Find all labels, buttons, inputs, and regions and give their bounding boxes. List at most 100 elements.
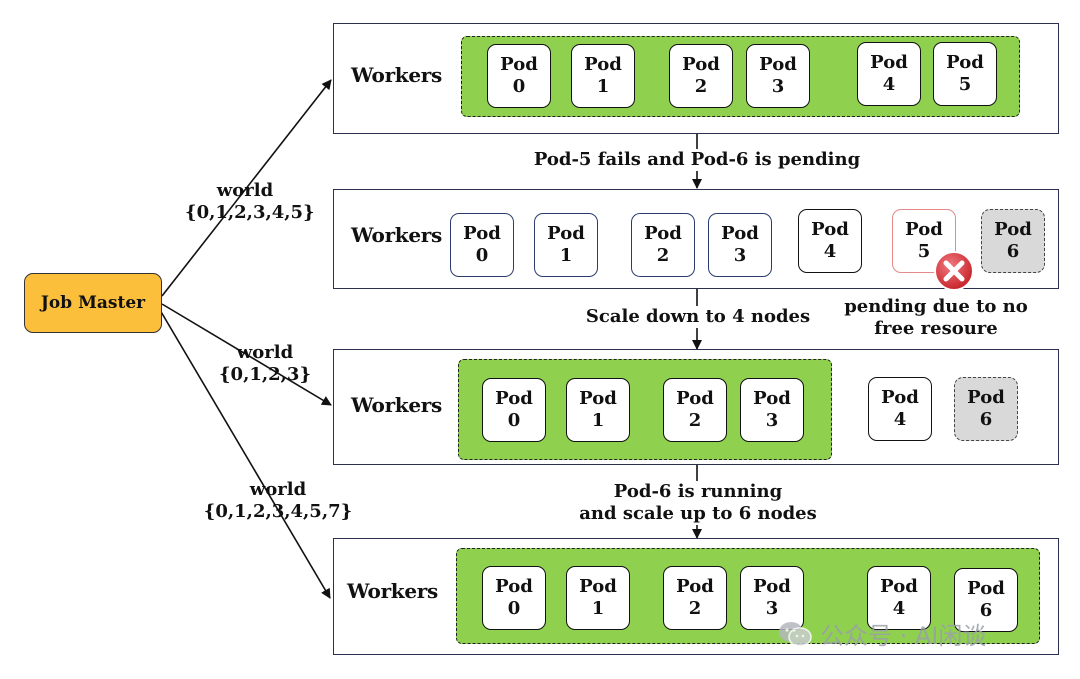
transition-caption-1: Pod-5 fails and Pod-6 is pending [520, 149, 874, 171]
arrow-to-panel-3 [161, 303, 332, 406]
world-label-1-line1: world [216, 180, 274, 201]
workers-label-2: Workers [351, 223, 442, 247]
pod-word: Pod [495, 388, 533, 409]
pod-id: 0 [475, 245, 489, 266]
pod-id: 1 [596, 76, 610, 97]
pod-id: 6 [979, 409, 993, 430]
pod-word: Pod [682, 54, 720, 75]
pod-id: 4 [893, 409, 907, 430]
pod-id: 3 [733, 245, 747, 266]
pod-id: 2 [694, 76, 708, 97]
pod-id: 5 [917, 241, 931, 262]
pod-id: 1 [591, 410, 605, 431]
arrow-to-panel-1 [161, 79, 332, 297]
pod-word: Pod [753, 576, 791, 597]
world-label-1: world {0,1,2,3,4,5} [185, 180, 315, 224]
world-label-2-line2: {0,1,2,3} [218, 364, 312, 385]
pod-word: Pod [994, 219, 1032, 240]
pod-id: 6 [979, 600, 993, 621]
pod-word: Pod [946, 52, 984, 73]
pod-id: 2 [656, 245, 670, 266]
pod-word: Pod [759, 54, 797, 75]
pod-id: 3 [765, 410, 779, 431]
pod-word: Pod [644, 223, 682, 244]
world-label-1-line2: {0,1,2,3,4,5} [185, 202, 315, 223]
world-label-3-line1: world [249, 479, 307, 500]
watermark-text: 公众号 · AI闲谈 [820, 622, 987, 650]
pod-word: Pod [495, 576, 533, 597]
pod-word: Pod [905, 219, 943, 240]
transition-caption-2-text: Scale down to 4 nodes [585, 306, 811, 327]
pod-word: Pod [870, 52, 908, 73]
pod-word: Pod [579, 576, 617, 597]
arrow-to-panel-4 [159, 309, 331, 599]
world-label-2: world {0,1,2,3} [205, 342, 325, 386]
pod-id: 0 [507, 598, 521, 619]
world-label-3-line2: {0,1,2,3,4,5,7} [203, 501, 353, 522]
pod-id: 5 [958, 74, 972, 95]
pod-id: 1 [559, 245, 573, 266]
pod-word: Pod [579, 388, 617, 409]
pod-id: 4 [882, 74, 896, 95]
transition-caption-3-line2: and scale up to 6 nodes [579, 503, 817, 524]
pod-id: 3 [765, 598, 779, 619]
pod-id: 4 [823, 241, 837, 262]
workers-label-4: Workers [347, 579, 438, 603]
active-world-group-1 [461, 36, 1020, 117]
pod-word: Pod [881, 387, 919, 408]
pending-note-line1: pending due to no [844, 296, 1028, 317]
pod-id: 6 [1006, 241, 1020, 262]
wechat-icon [779, 621, 812, 647]
pod-word: Pod [547, 223, 585, 244]
pending-note: pending due to no free resoure [838, 296, 1034, 340]
failure-x-icon [934, 251, 974, 291]
pod-id: 2 [688, 598, 702, 619]
pod-word: Pod [753, 388, 791, 409]
pod-word: Pod [463, 223, 501, 244]
pod-id: 0 [512, 76, 526, 97]
pod-word: Pod [721, 223, 759, 244]
pod-id: 2 [688, 410, 702, 431]
watermark: 公众号 · AI闲谈 [778, 616, 986, 651]
pending-note-line2: free resoure [874, 318, 998, 339]
pod-id: 3 [771, 76, 785, 97]
pod-word: Pod [500, 54, 538, 75]
transition-caption-3: Pod-6 is running and scale up to 6 nodes [558, 481, 838, 525]
transition-caption-1-text: Pod-5 fails and Pod-6 is pending [533, 149, 861, 170]
world-label-2-line1: world [236, 342, 294, 363]
pod-id: 4 [892, 598, 906, 619]
pod-id: 0 [507, 410, 521, 431]
world-label-3: world {0,1,2,3,4,5,7} [198, 479, 358, 523]
pod-word: Pod [811, 219, 849, 240]
workers-label-3: Workers [351, 393, 442, 417]
pod-word: Pod [967, 387, 1005, 408]
job-master-node: Job Master [24, 273, 162, 333]
workers-label-1: Workers [351, 63, 442, 87]
pod-id: 1 [591, 598, 605, 619]
pod-word: Pod [967, 578, 1005, 599]
